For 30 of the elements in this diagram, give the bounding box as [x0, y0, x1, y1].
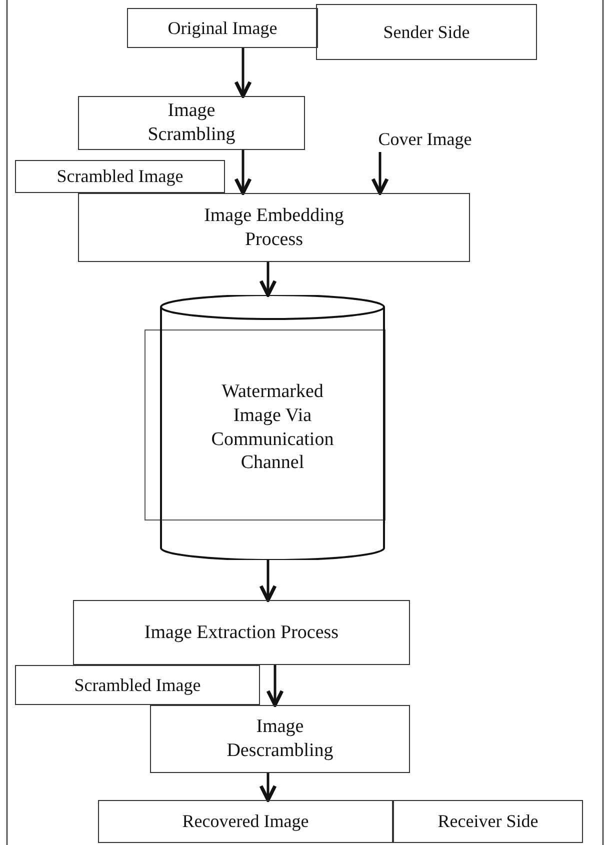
node-label: Scrambled Image — [56, 165, 184, 188]
process-box — [78, 96, 305, 150]
arrow — [234, 48, 252, 98]
node-label: Cover Image — [377, 128, 473, 150]
process-box — [393, 800, 583, 843]
node-label: Scrambled Image — [73, 674, 202, 696]
node-label: Original Image — [166, 16, 278, 40]
process-box — [73, 600, 410, 665]
node-label: Image Descrambling — [226, 715, 334, 763]
process-box — [15, 665, 260, 705]
node-label: Image Extraction Process — [143, 620, 340, 644]
node-label: Recovered Image — [181, 810, 310, 833]
process-box — [316, 4, 537, 60]
node-label: Image Scrambling — [146, 99, 236, 147]
arrow — [371, 152, 389, 195]
arrow — [266, 665, 284, 707]
node-label: Sender Side — [382, 20, 471, 44]
node-label: Watermarked Image Via Communication Channel — [210, 380, 335, 475]
arrow — [259, 262, 277, 297]
arrow — [259, 560, 277, 602]
process-box — [98, 800, 393, 843]
node-label: Receiver Side — [436, 810, 540, 833]
process-box — [150, 705, 410, 773]
process-box — [78, 193, 470, 262]
process-box — [127, 8, 318, 48]
arrow — [234, 150, 252, 195]
channel-cylinder — [160, 295, 385, 560]
node-label: Image Embedding Process — [203, 204, 345, 252]
process-box — [15, 160, 225, 193]
arrow — [259, 773, 277, 802]
